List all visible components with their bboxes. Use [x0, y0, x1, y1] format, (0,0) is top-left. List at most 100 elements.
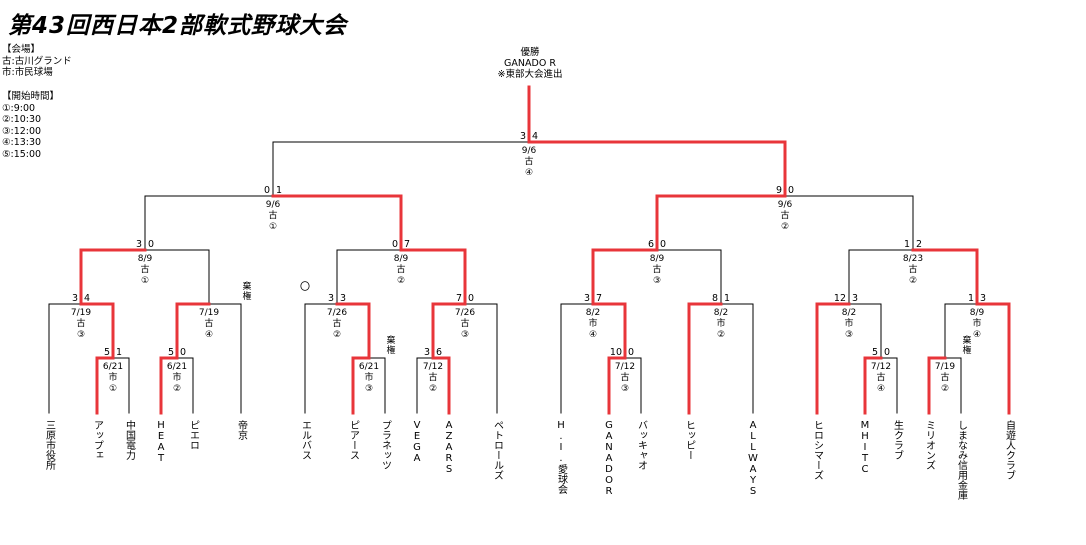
score-top: 6	[648, 239, 654, 250]
win-mark: 〇	[300, 281, 310, 293]
game-date: 8/9	[138, 254, 153, 264]
game-venue: 古	[940, 371, 949, 383]
game-venue: 市	[108, 371, 117, 383]
score-top: 7	[456, 293, 462, 304]
score-bottom: 7	[596, 293, 602, 304]
game-venue: 市	[844, 317, 853, 329]
score-top: 0	[264, 185, 270, 196]
game-slot: ④	[205, 330, 213, 340]
score-bottom: 0	[660, 239, 666, 250]
start-time-legend: 【開始時間】 ①:9:00 ②:10:30 ③:12:00 ④:13:30 ⑤:…	[2, 91, 59, 160]
team-name: H.I.愛球会	[556, 420, 568, 495]
winner-path	[79, 85, 1011, 415]
venue-heading: 【会場】	[2, 44, 41, 55]
game-slot: ③	[365, 384, 373, 394]
game-date: 9/6	[522, 146, 537, 156]
game-slot: ③	[461, 330, 469, 340]
bracket-lines	[48, 141, 978, 414]
team-name: 中国電力	[124, 419, 136, 461]
team-name: エルバス	[300, 420, 312, 460]
game-venue: 市	[588, 317, 597, 329]
start-time-line: ④:13:30	[2, 137, 42, 148]
team-name: MHITC	[860, 420, 871, 475]
game-date: 8/9	[970, 308, 985, 318]
champion-note: ※東部大会進出	[497, 69, 563, 80]
team-name: 生クラブ	[892, 419, 904, 460]
forfeit-note: 権	[386, 344, 395, 356]
game-slot: ③	[77, 330, 85, 340]
page-title: 第43回西日本2部軟式野球大会	[8, 13, 348, 39]
game-venue: 市	[364, 371, 373, 383]
score-bottom: 3	[852, 293, 858, 304]
score-bottom: 3	[340, 293, 346, 304]
game-slot: ④	[525, 168, 533, 178]
team-name: ペトロールズ	[492, 420, 504, 480]
game-date: 8/9	[650, 254, 665, 264]
team-name: ヒロシマーズ	[812, 420, 824, 480]
score-bottom: 1	[116, 347, 122, 358]
game-date: 8/2	[586, 308, 600, 318]
game-date: 6/21	[103, 362, 123, 372]
game-date: 6/21	[167, 362, 187, 372]
score-top: 3	[584, 293, 590, 304]
score-bottom: 0	[884, 347, 890, 358]
game-venue: 古	[396, 263, 405, 275]
game-venue: 古	[268, 209, 277, 221]
game-slot: ②	[173, 384, 181, 394]
start-time-line: ①:9:00	[2, 102, 36, 114]
team-name: ピエロ	[188, 420, 200, 450]
score-bottom: 7	[404, 239, 410, 250]
score-bottom: 1	[724, 293, 730, 304]
team-name: しまなみ信用金庫	[956, 420, 968, 501]
start-time-line: ②:10:30	[2, 114, 42, 125]
game-venue: 古	[76, 317, 85, 329]
start-time-line: ③:12:00	[2, 125, 42, 137]
venue-line: 古:古川グランド	[2, 55, 72, 67]
score-top: 1	[904, 239, 910, 250]
forfeit-note: 権	[242, 290, 251, 302]
score-top: 12	[834, 293, 846, 304]
score-bottom: 0	[628, 347, 634, 358]
game-date: 7/19	[935, 362, 955, 372]
game-slot: ④	[877, 384, 885, 394]
game-slot: ②	[717, 330, 725, 340]
game-slot: ③	[653, 276, 661, 286]
game-venue: 古	[620, 371, 629, 383]
game-venue: 市	[172, 371, 181, 383]
game-venue: 古	[332, 317, 341, 329]
venue-line: 市:市民球場	[2, 67, 53, 78]
score-top: 8	[712, 293, 718, 304]
game-venue: 古	[460, 317, 469, 329]
team-name: ミリオンズ	[924, 420, 936, 470]
score-top: 3	[72, 293, 78, 304]
game-slot: ③	[845, 330, 853, 340]
score-bottom: 0	[468, 293, 474, 304]
score-bottom: 6	[436, 347, 442, 358]
game-venue: 古	[204, 317, 213, 329]
game-venue: 古	[908, 263, 917, 275]
team-name: GANADOR	[604, 420, 615, 497]
score-top: 3	[328, 293, 334, 304]
game-slot: ②	[781, 222, 789, 232]
team-name: VEGA	[412, 420, 423, 464]
game-venue: 市	[716, 317, 725, 329]
game-date: 8/2	[842, 308, 856, 318]
score-top: 10	[610, 347, 622, 358]
team-name: AZARS	[444, 420, 455, 475]
game-venue: 古	[780, 209, 789, 221]
score-bottom: 4	[84, 293, 90, 304]
score-bottom: 1	[276, 185, 282, 196]
score-bottom: 2	[916, 239, 922, 250]
game-date: 8/2	[714, 308, 728, 318]
score-bottom: 0	[788, 185, 794, 196]
score-top: 3	[136, 239, 142, 250]
score-bottom: 0	[180, 347, 186, 358]
game-venue: 古	[876, 371, 885, 383]
champion-box: 優勝 GANADO R ※東部大会進出	[460, 47, 600, 80]
score-top: 5	[872, 347, 878, 358]
game-slot: ①	[109, 384, 117, 394]
game-slot: ②	[941, 384, 949, 394]
team-name: 三原市役所	[44, 420, 56, 471]
